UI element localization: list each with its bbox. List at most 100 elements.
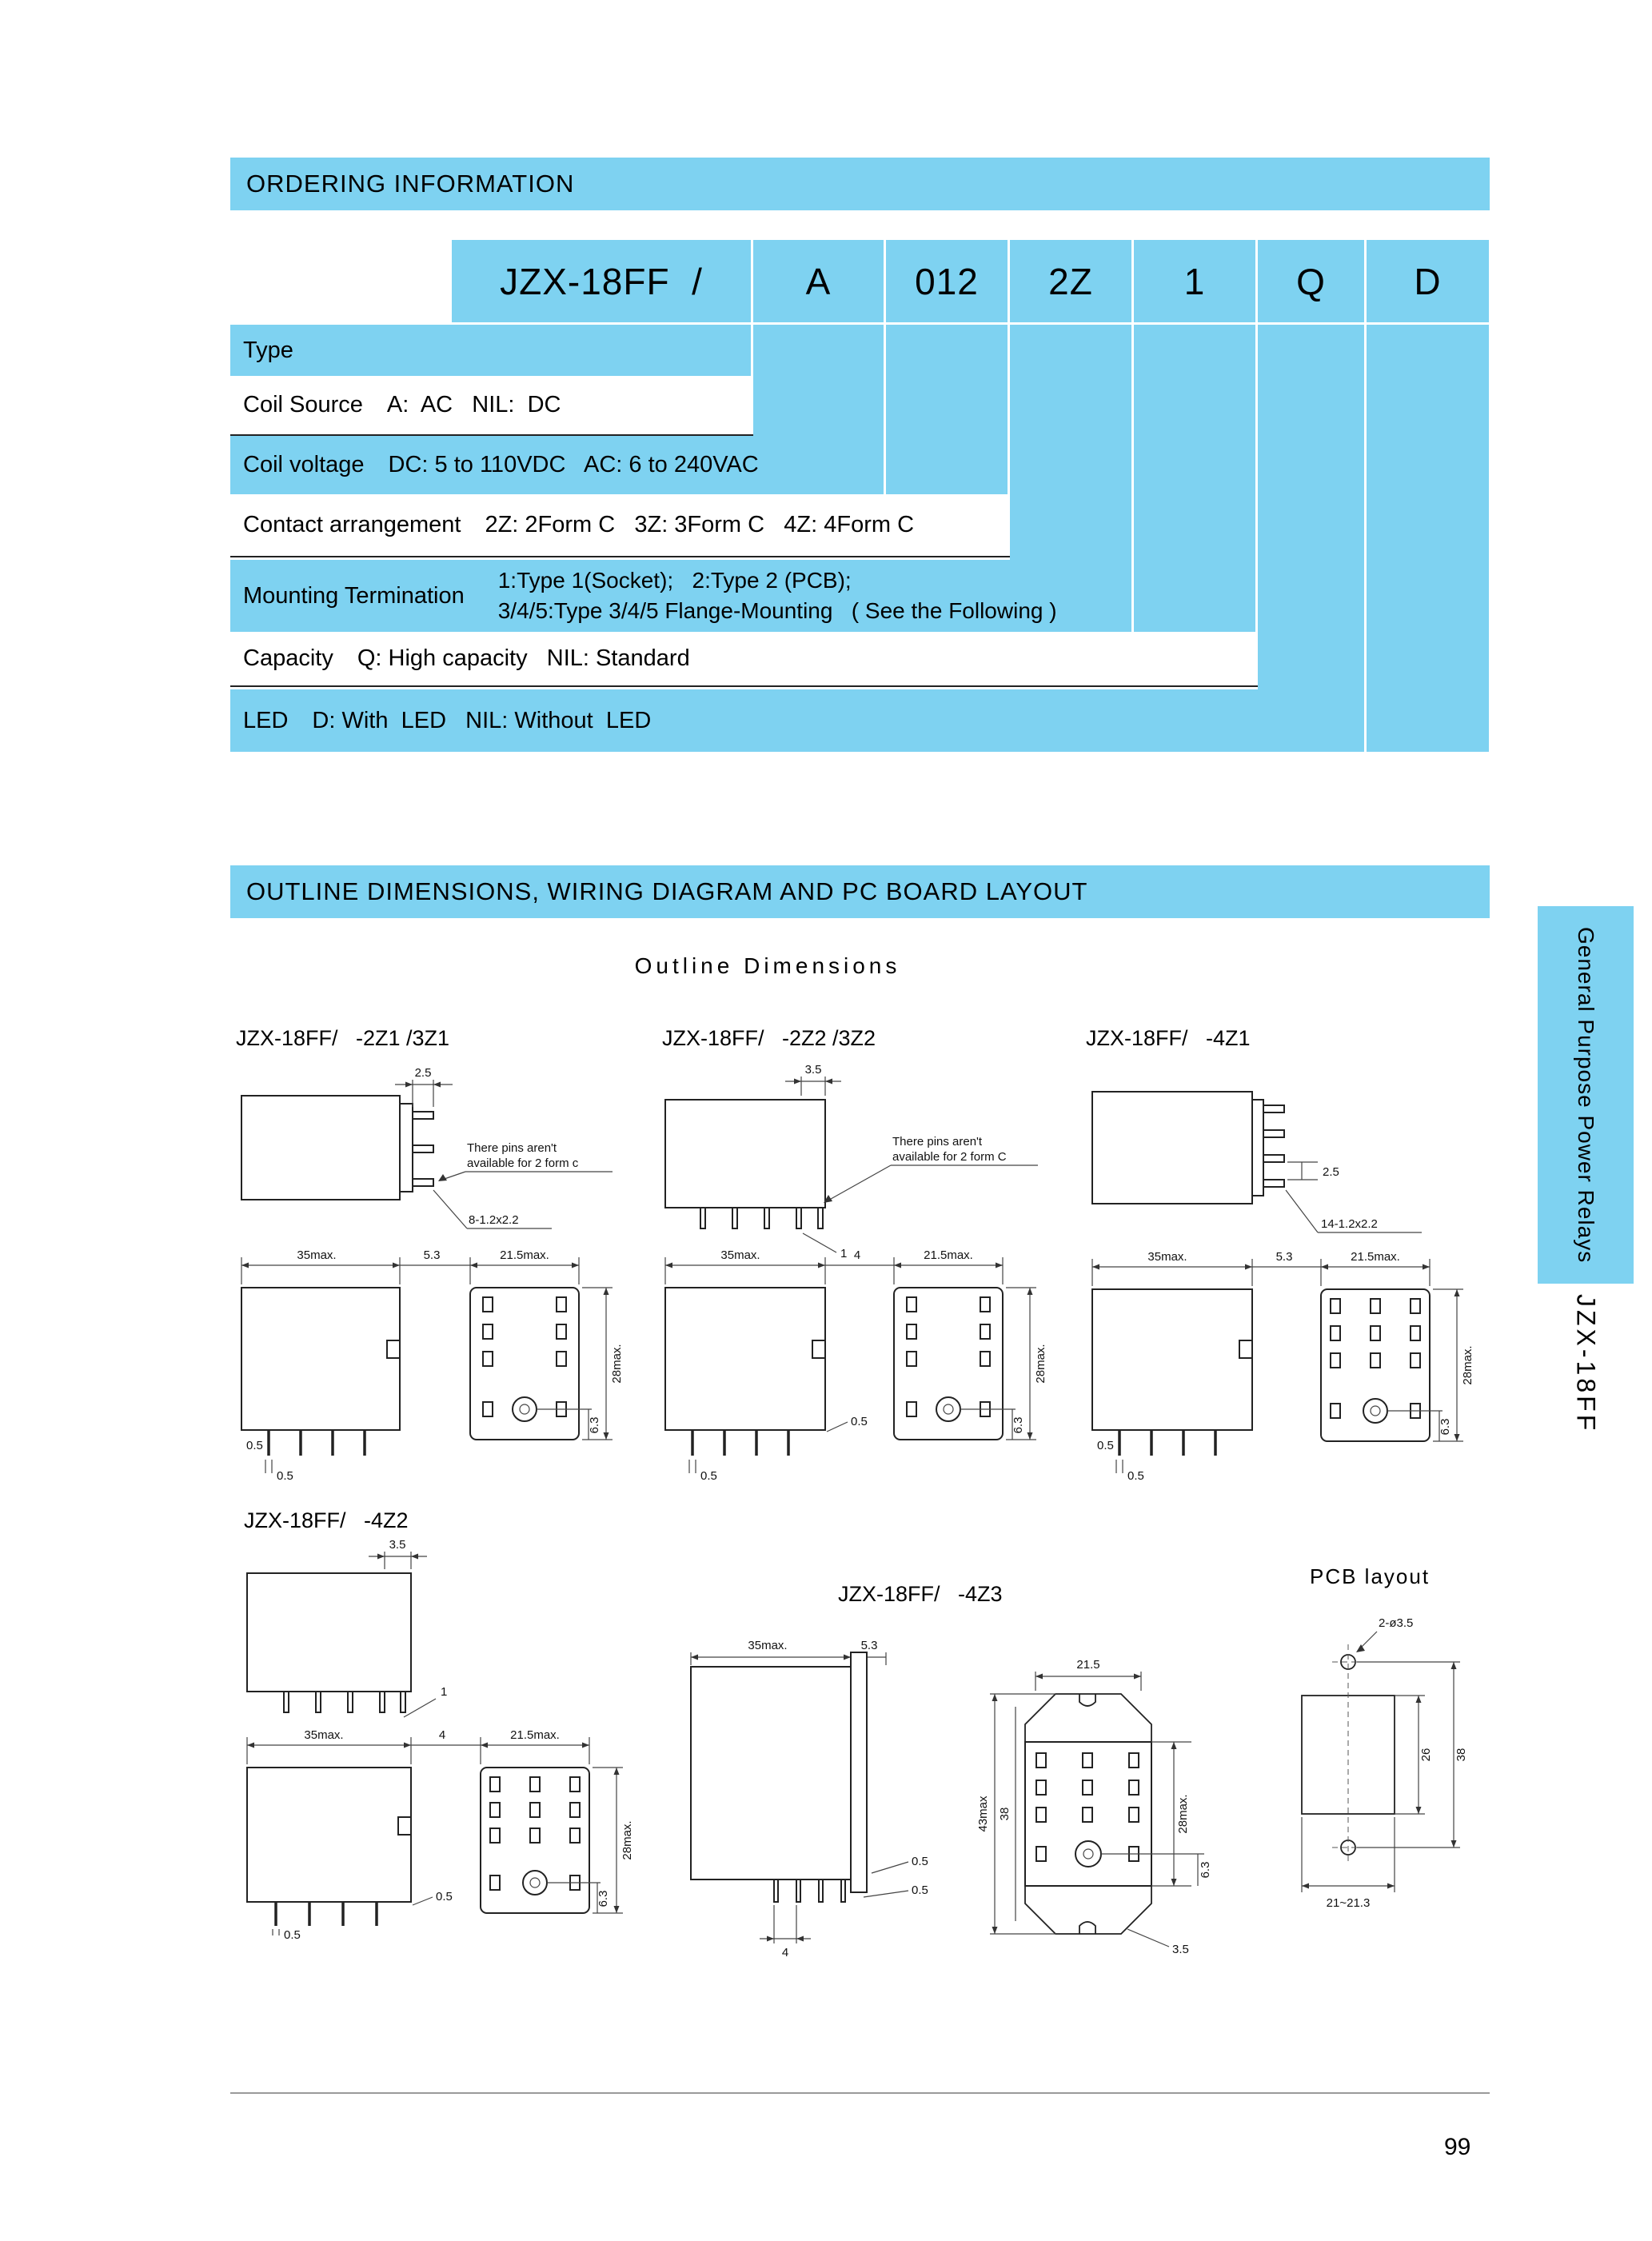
g2-dim-offset2: 0.5 <box>700 1469 717 1483</box>
row-mounting-values: 1:Type 1(Socket); 2:Type 2 (PCB); 3/4/5:… <box>498 565 1057 626</box>
g3-dim-pitch-h: 28max. <box>1461 1345 1474 1384</box>
g1-bottom-view: 21.5max. 28max. 6.3 <box>469 1248 624 1440</box>
g2-dim-pitch-w: 21.5max. <box>924 1248 973 1262</box>
g2-dim-width: 35max. <box>720 1248 760 1262</box>
g3-side-view: 2.5 14-1.2x2.2 <box>1091 1091 1422 1233</box>
g2-dim-pin-w: 1 <box>840 1247 847 1260</box>
pcb-dim-bottom: 21~21.3 <box>1327 1896 1371 1910</box>
ordering-title: ORDERING INFORMATION <box>246 170 575 198</box>
g3-dim-63: 6.3 <box>1439 1419 1452 1436</box>
g4-dim-gap: 4 <box>439 1728 445 1742</box>
g4-front-view: 35max. 4 0.5 0.5 <box>246 1728 481 1941</box>
row-contact: Contact arrangement 2Z: 2Form C 3Z: 3For… <box>230 494 1006 556</box>
g2-bottom-view: 21.5max. 28max. 6.3 <box>893 1248 1047 1440</box>
stair-column-contact <box>1010 325 1131 560</box>
stair-column-coil-voltage <box>886 325 1008 494</box>
g1-dim-offset: 0.5 <box>246 1439 263 1452</box>
row-contact-label: Contact arrangement <box>243 512 461 537</box>
pcb-layout-title: PCB layout <box>1310 1564 1431 1588</box>
g4-dim-offset: 0.5 <box>436 1890 453 1903</box>
g4-dim-pin-w: 1 <box>441 1685 447 1699</box>
ordering-information-header: ORDERING INFORMATION <box>230 158 1490 210</box>
diagram-4z3: 35max. 5.3 0.5 0.5 4 <box>690 1639 1212 1959</box>
row-capacity: Capacity Q: High capacity NIL: Standard <box>230 632 1254 685</box>
row-coil-source-label: Coil Source <box>243 392 363 417</box>
g5-dim-body-h: 28max. <box>1176 1794 1190 1833</box>
row-capacity-value: Q: High capacity NIL: Standard <box>357 645 690 671</box>
g1-pin-spec: 8-1.2x2.2 <box>469 1213 519 1227</box>
page-number: 99 <box>1444 2134 1471 2160</box>
row-led-label: LED <box>243 707 289 733</box>
g4-dim-63: 6.3 <box>597 1891 610 1907</box>
g2-note-line2: available for 2 form C <box>892 1150 1007 1164</box>
divider <box>230 434 753 436</box>
code-cell-contact: 2Z <box>1010 240 1131 322</box>
g3-dim-pitch-w: 21.5max. <box>1351 1250 1400 1264</box>
g3-bottom-view: 21.5max. 28max. 6.3 <box>1320 1250 1474 1442</box>
row-led-value: D: With LED NIL: Without LED <box>312 707 652 733</box>
code-cell-coil-source: A <box>753 240 884 322</box>
row-coil-source-value: A: AC NIL: DC <box>386 392 561 417</box>
row-mounting: Mounting Termination 1:Type 1(Socket); 2… <box>230 560 1131 632</box>
footer-rule <box>230 2092 1490 2094</box>
code-cell-mounting: 1 <box>1134 240 1255 322</box>
sidebar-category-label: General Purpose Power Relays <box>1574 926 1598 1264</box>
g4-bottom-view: 21.5max. 28max. 6.3 <box>480 1728 634 1914</box>
code-cell-capacity: Q <box>1258 240 1364 322</box>
stair-column-capacity <box>1258 325 1364 689</box>
code-cell-coil-voltage: 012 <box>886 240 1008 322</box>
diagram-2z1-3z1: 2.5 There pins aren't available for 2 fo… <box>241 1066 624 1483</box>
code-cell-base: JZX-18FF / <box>452 240 751 322</box>
g1-dim-pin-offset: 2.5 <box>415 1066 432 1080</box>
g5-flange-view: 21.5 43max 38 28max. 6.3 3.5 <box>976 1658 1212 1956</box>
sidebar-model-band: JZX-18FF <box>1538 1294 1634 1502</box>
row-coil-voltage-label: Coil voltage <box>243 452 365 477</box>
stair-column-coil-source <box>753 325 884 436</box>
g4-dim-pitch-h: 28max. <box>620 1820 634 1860</box>
g5-dim-gap: 5.3 <box>861 1639 878 1652</box>
g1-side-view: 2.5 There pins aren't available for 2 fo… <box>241 1066 613 1229</box>
g5-dim-width: 35max. <box>748 1639 787 1652</box>
g4-dim-width: 35max. <box>304 1728 343 1742</box>
g1-dim-gap: 5.3 <box>424 1248 441 1262</box>
row-mounting-value-1: 1:Type 1(Socket); 2:Type 2 (PCB); <box>497 568 852 593</box>
row-coil-voltage: Coil voltage DC: 5 to 110VDC AC: 6 to 24… <box>230 436 884 494</box>
diagram-label-4z1: JZX-18FF/ -4Z1 <box>1086 1026 1251 1050</box>
g1-note-line1: There pins aren't <box>467 1141 557 1155</box>
g5-dim-pitch: 4 <box>782 1946 788 1959</box>
g1-dim-pitch-w: 21.5max. <box>500 1248 549 1262</box>
diagram-4z1: 2.5 14-1.2x2.2 35max. 5.3 0.5 0.5 <box>1091 1091 1474 1483</box>
pcb-drawing: 2-ø3.5 26 38 21~21.3 <box>1301 1616 1468 1910</box>
g3-front-view: 35max. 5.3 0.5 0.5 <box>1091 1250 1321 1483</box>
g2-side-view: 3.5 1 There pins aren't available for 2 … <box>664 1063 1038 1260</box>
row-capacity-label: Capacity <box>243 645 333 671</box>
row-coil-source: Coil Source A: AC NIL: DC <box>230 376 750 434</box>
g5-dim-35: 3.5 <box>1172 1943 1189 1956</box>
g3-dim-width: 35max. <box>1147 1250 1187 1264</box>
g3-dim-offset: 0.5 <box>1097 1439 1114 1452</box>
diagram-label-2z1: JZX-18FF/ -2Z1 /3Z1 <box>236 1026 450 1050</box>
diagram-label-4z2: JZX-18FF/ -4Z2 <box>244 1508 409 1532</box>
row-mounting-value-2: 3/4/5:Type 3/4/5 Flange-Mounting ( See t… <box>497 598 1057 623</box>
g2-dim-pitch-h: 28max. <box>1034 1344 1047 1383</box>
outline-title: OUTLINE DIMENSIONS, WIRING DIAGRAM AND P… <box>246 877 1088 905</box>
g5-dim-offset: 0.5 <box>912 1855 928 1868</box>
g2-dim-pin-offset: 3.5 <box>805 1063 822 1077</box>
diagram-4z2: 3.5 1 35max. 4 0.5 0.5 <box>246 1538 634 1941</box>
diagram-pcb-layout: 2-ø3.5 26 38 21~21.3 <box>1301 1616 1468 1910</box>
g1-dim-offset2: 0.5 <box>277 1469 293 1483</box>
g5-dim-top: 21.5 <box>1076 1658 1099 1672</box>
g5-dim-h-outer: 43max <box>976 1796 990 1832</box>
g2-dim-63: 6.3 <box>1012 1417 1025 1434</box>
outline-section-header: OUTLINE DIMENSIONS, WIRING DIAGRAM AND P… <box>230 865 1490 918</box>
g1-dim-pitch-h: 28max. <box>610 1344 624 1383</box>
sidebar-model-label: JZX-18FF <box>1571 1294 1601 1434</box>
diagram-label-2z2: JZX-18FF/ -2Z2 /3Z2 <box>662 1026 876 1050</box>
g5-dim-63: 6.3 <box>1199 1862 1212 1879</box>
stair-column-mounting <box>1134 325 1255 632</box>
g1-front-view: 35max. 5.3 0.5 0.5 <box>241 1248 470 1483</box>
g4-side-view: 3.5 1 <box>246 1538 447 1718</box>
code-cell-led: D <box>1367 240 1489 322</box>
g4-dim-offset2: 0.5 <box>284 1928 301 1941</box>
